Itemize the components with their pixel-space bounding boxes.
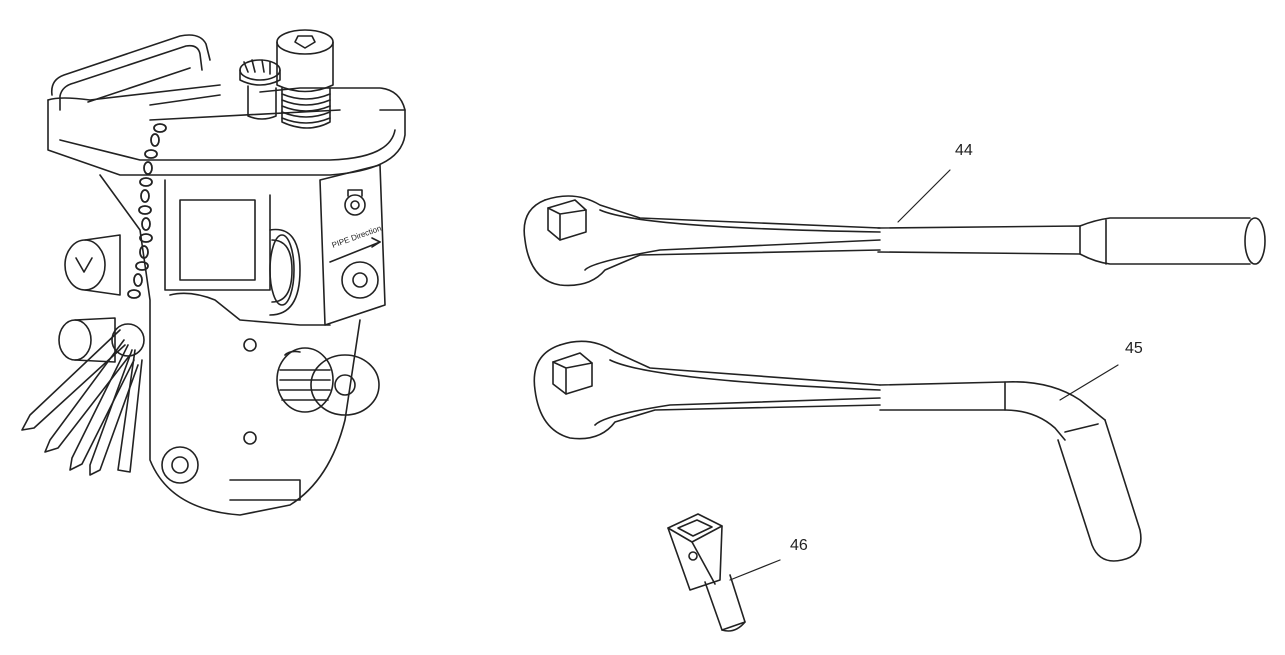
- feeler-gauges: [21, 323, 145, 476]
- socket-adapter: [667, 513, 746, 632]
- callout-45: 45: [1125, 340, 1143, 357]
- chain: [127, 123, 167, 299]
- ratchet-wrench-straight: [523, 195, 1266, 287]
- front-knob: [161, 338, 380, 501]
- top-plate: [47, 84, 406, 176]
- side-lever: [58, 234, 121, 363]
- carry-handle: [50, 34, 211, 111]
- pipe-machine: PIPE Direction: [21, 29, 406, 516]
- callout-46: 46: [790, 537, 808, 554]
- leader-45: [1059, 364, 1119, 401]
- leader-lines: [729, 169, 1119, 581]
- main-body: [99, 164, 386, 516]
- ratchet-wrench-bent: [533, 340, 1142, 562]
- callout-44: 44: [955, 142, 973, 159]
- leader-46: [729, 559, 781, 581]
- leader-44: [897, 169, 951, 223]
- feed-screw: [239, 29, 334, 129]
- direction-plate: [329, 189, 381, 299]
